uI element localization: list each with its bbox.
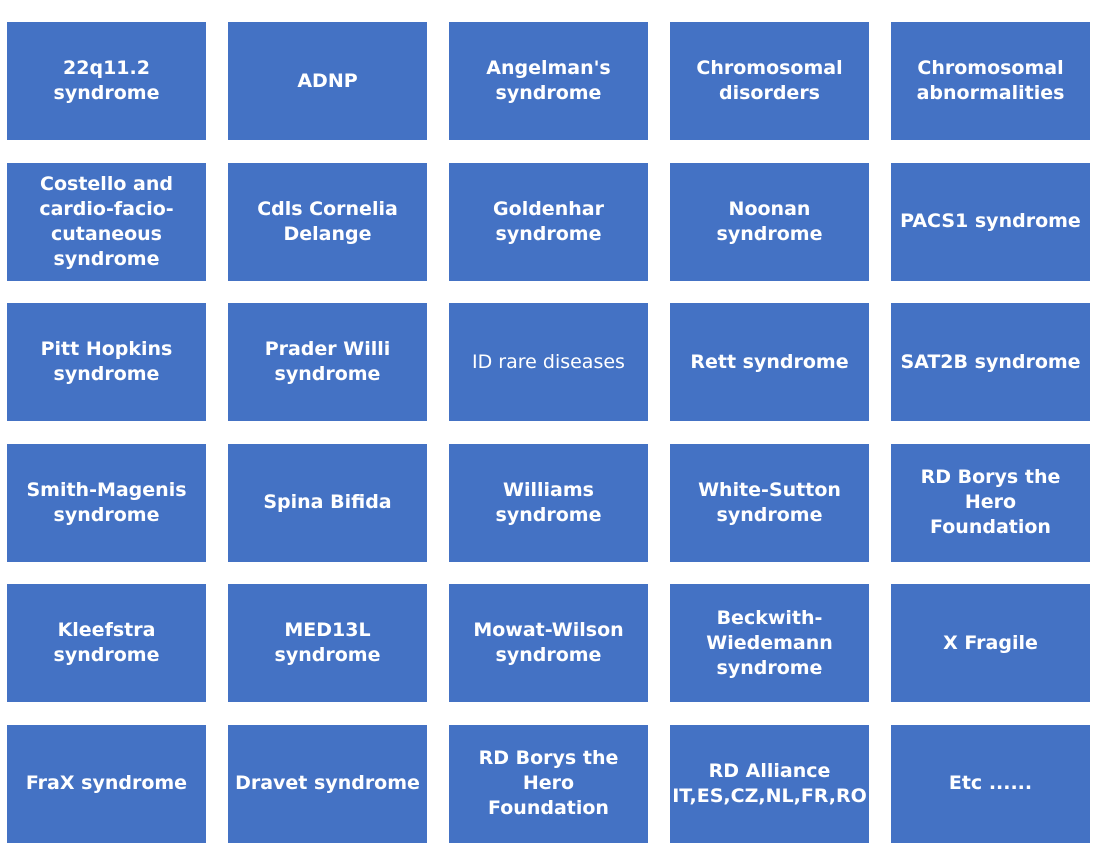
tile-beckwith-wiedemann-syndrome: Beckwith- Wiedemann syndrome	[670, 584, 869, 703]
tile-frax-syndrome: FraX syndrome	[7, 724, 206, 843]
tile-pitt-hopkins-syndrome: Pitt Hopkins syndrome	[7, 303, 206, 422]
syndrome-tile-grid: 22q11.2 syndrome ADNP Angelman's syndrom…	[7, 22, 1090, 843]
tile-chromosomal-abnormalities: Chromosomal abnormalities	[891, 22, 1090, 140]
tile-x-fragile: X Fragile	[891, 584, 1090, 703]
tile-costello-cfc-syndrome: Costello and cardio-facio- cutaneous syn…	[7, 162, 206, 281]
tile-22q11-2-syndrome: 22q11.2 syndrome	[7, 22, 206, 140]
tile-angelmans-syndrome: Angelman's syndrome	[449, 22, 648, 140]
tile-williams-syndrome: Williams syndrome	[449, 443, 648, 562]
tile-prader-willi-syndrome: Prader Willi syndrome	[228, 303, 427, 422]
tile-noonan-syndrome: Noonan syndrome	[670, 162, 869, 281]
tile-id-rare-diseases: ID rare diseases	[449, 303, 648, 422]
tile-spina-bifida: Spina Bifida	[228, 443, 427, 562]
tile-adnp: ADNP	[228, 22, 427, 140]
tile-sat2b-syndrome: SAT2B syndrome	[891, 303, 1090, 422]
tile-pacs1-syndrome: PACS1 syndrome	[891, 162, 1090, 281]
tile-mowat-wilson-syndrome: Mowat-Wilson syndrome	[449, 584, 648, 703]
tile-kleefstra-syndrome: Kleefstra syndrome	[7, 584, 206, 703]
tile-rd-alliance: RD Alliance IT,ES,CZ,NL,FR,RO	[670, 724, 869, 843]
tile-chromosomal-disorders: Chromosomal disorders	[670, 22, 869, 140]
tile-smith-magenis-syndrome: Smith-Magenis syndrome	[7, 443, 206, 562]
tile-rd-borys-hero-foundation-2: RD Borys the Hero Foundation	[449, 724, 648, 843]
tile-cdls-cornelia-delange: Cdls Cornelia Delange	[228, 162, 427, 281]
tile-goldenhar-syndrome: Goldenhar syndrome	[449, 162, 648, 281]
tile-rd-borys-hero-foundation: RD Borys the Hero Foundation	[891, 443, 1090, 562]
tile-dravet-syndrome: Dravet syndrome	[228, 724, 427, 843]
tile-med13l-syndrome: MED13L syndrome	[228, 584, 427, 703]
tile-rett-syndrome: Rett syndrome	[670, 303, 869, 422]
tile-white-sutton-syndrome: White-Sutton syndrome	[670, 443, 869, 562]
tile-etc: Etc ......	[891, 724, 1090, 843]
